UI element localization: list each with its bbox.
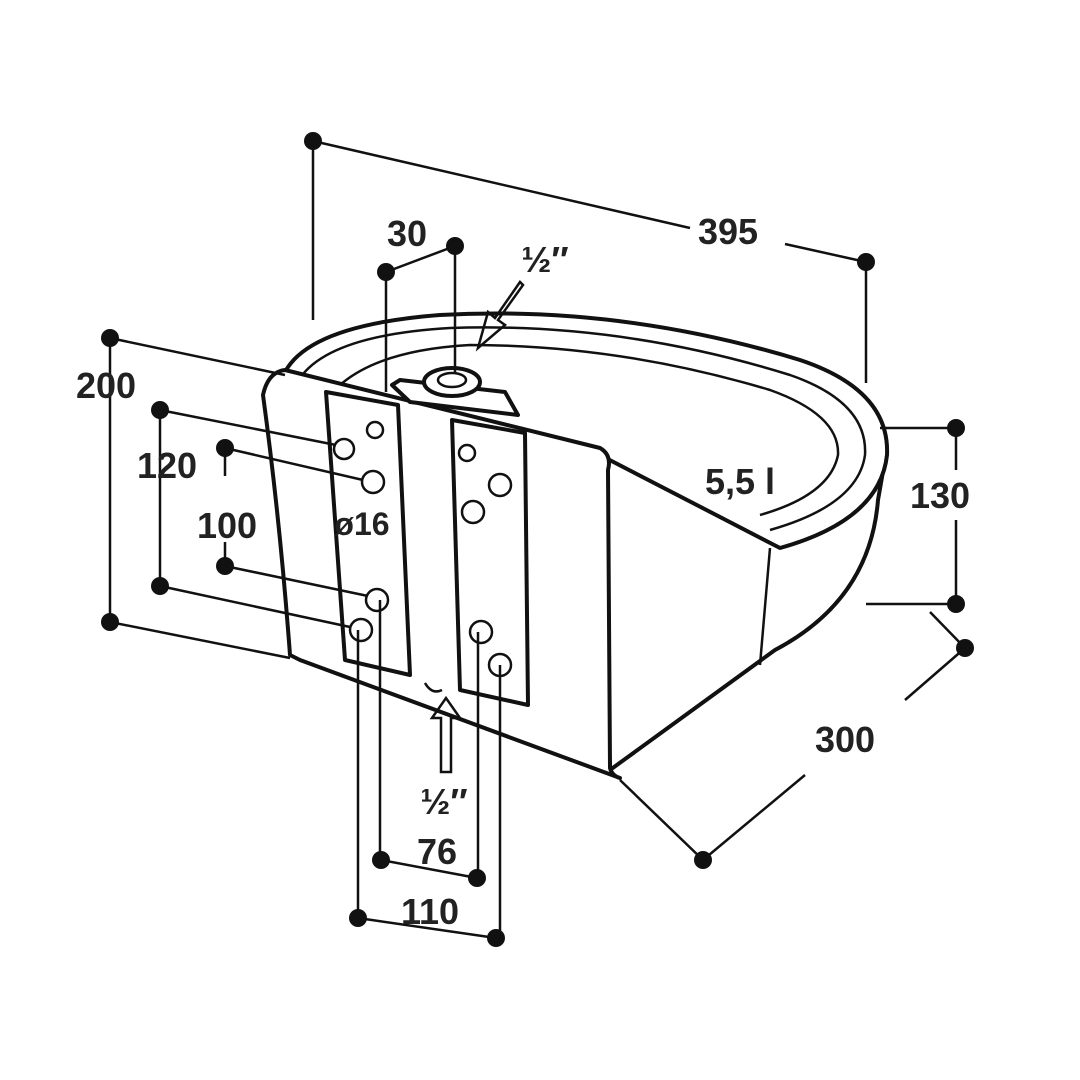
trough-bowl	[339, 343, 840, 517]
dim-hole-inner-vertical-label: 100	[197, 505, 257, 546]
dim-hole-inner-horizontal-label: 76	[417, 831, 457, 872]
inlet-nut	[422, 366, 482, 398]
dim-bottom-inlet-label: ½″	[420, 781, 467, 822]
bottom-notch	[423, 682, 443, 693]
dim-width-label: 300	[815, 719, 875, 760]
dim-bowl-depth-label: 130	[910, 475, 970, 516]
dim-height-label: 200	[76, 365, 136, 406]
mounting-plate-left	[324, 390, 412, 677]
dim-hole-diameter-label: ø16	[334, 506, 389, 542]
bottom-inlet-arrow	[429, 695, 463, 774]
dim-length-label: 395	[698, 211, 758, 252]
capacity-label: 5,5 l	[705, 461, 775, 502]
trough-drawing	[261, 311, 890, 780]
dim-hole-outer-horizontal-label: 110	[401, 891, 459, 932]
top-inlet-arrow	[475, 280, 525, 352]
dim-hole-outer-vertical-label: 120	[137, 445, 197, 486]
trough-inner-rim	[298, 326, 867, 532]
dimension-dots	[101, 132, 974, 947]
side-edge	[758, 547, 772, 666]
dim-top-inlet-label: ½″	[521, 239, 568, 280]
mounting-holes	[332, 420, 513, 678]
dimension-lines	[108, 139, 966, 940]
dim-inlet-offset-label: 30	[387, 213, 427, 254]
inlet-hole	[436, 371, 468, 389]
